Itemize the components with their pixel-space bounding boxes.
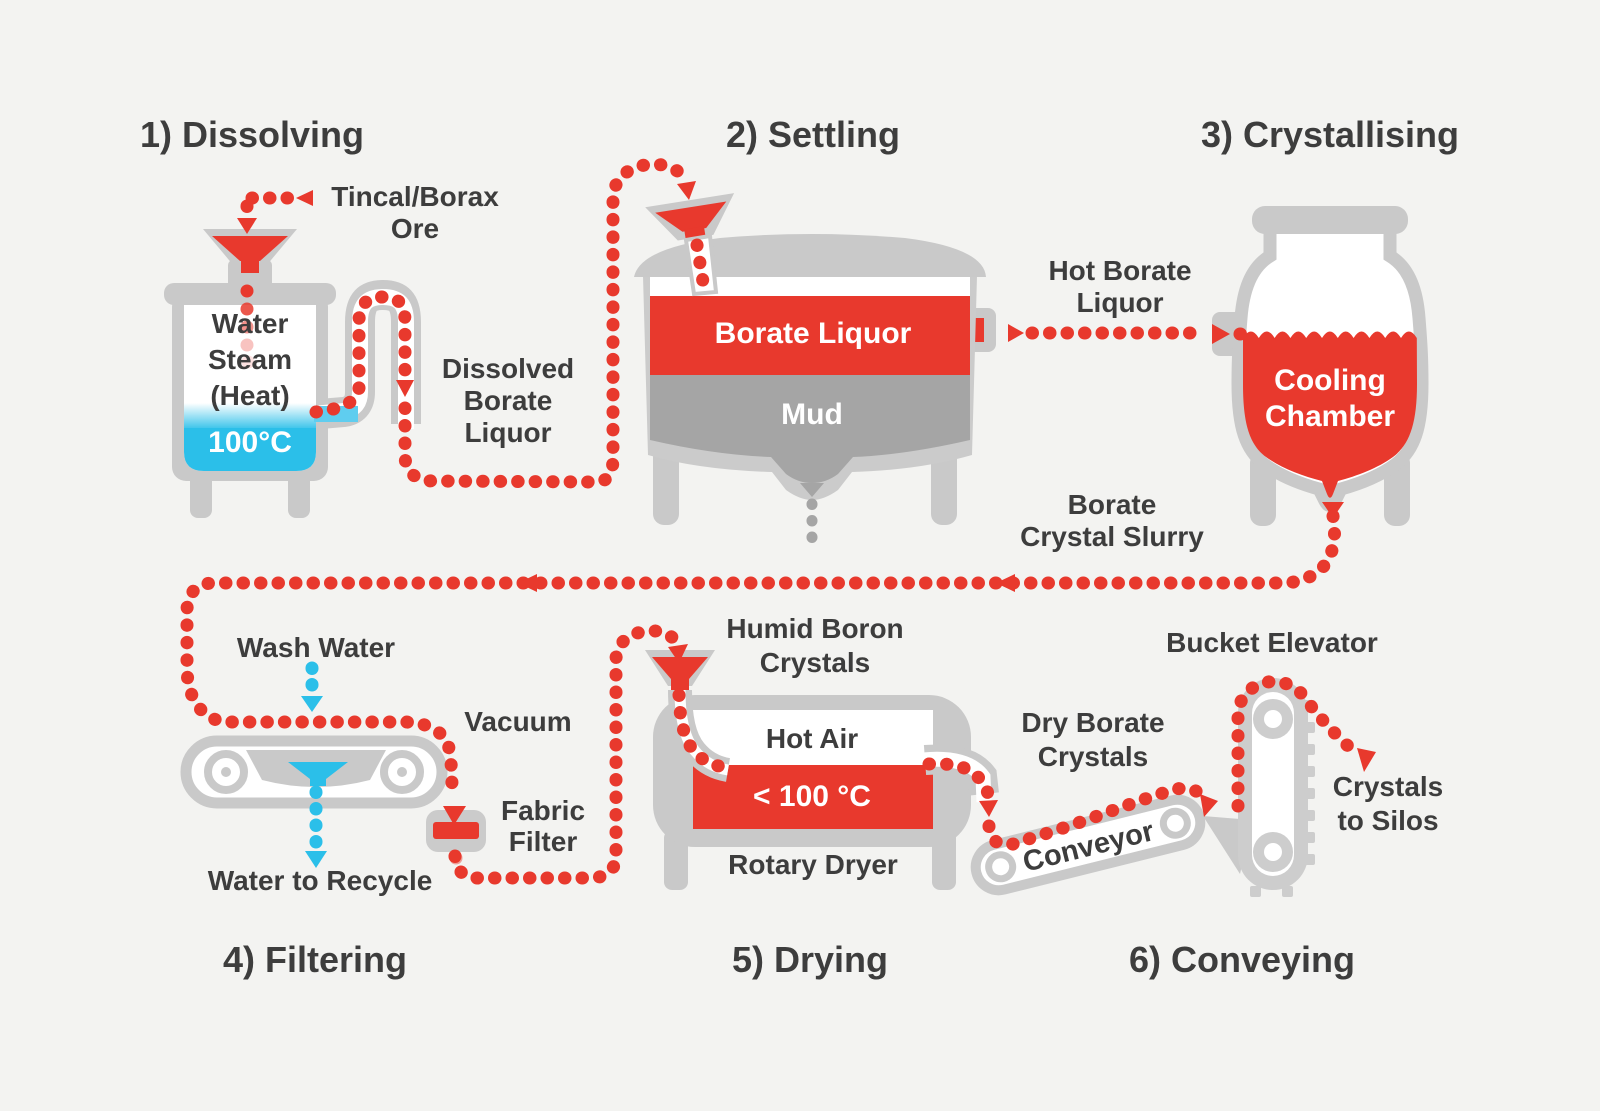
fabric-filter-icon: [426, 810, 486, 852]
label-silos-line1: Crystals: [1333, 771, 1444, 802]
wash-water-arrowheads: [301, 696, 327, 868]
cooling-chamber-label-line2: Chamber: [1265, 400, 1395, 433]
dryer-temp-label: < 100 °C: [753, 780, 871, 813]
label-fabric-filter-line2: Filter: [509, 826, 578, 857]
label-hot-borate-line1: Hot Borate: [1048, 255, 1191, 286]
settling-liquor-label: Borate Liquor: [715, 317, 912, 350]
flow-arrowheads: [237, 181, 1376, 825]
section-title-conveying: 6) Conveying: [1129, 939, 1355, 980]
label-hot-borate-line2: Liquor: [1076, 287, 1163, 318]
label-dry-crystals-line2: Crystals: [1038, 741, 1149, 772]
tank-label-line2: Steam: [208, 344, 292, 375]
label-rotary-dryer: Rotary Dryer: [728, 849, 898, 880]
bucket-elevator-icon: [1203, 678, 1315, 897]
label-slurry-line2: Crystal Slurry: [1020, 521, 1204, 552]
label-humid-crystals-line2: Crystals: [760, 647, 871, 678]
label-ore-line2: Ore: [391, 213, 439, 244]
cooling-chamber-label-line1: Cooling: [1274, 364, 1386, 397]
vacuum-belt-filter-icon: [180, 735, 448, 809]
label-wash-water: Wash Water: [237, 632, 395, 663]
dryer-hot-air-label: Hot Air: [766, 723, 858, 754]
ore-drop-dots: [240, 284, 463, 865]
settling-tank-icon: [634, 193, 996, 525]
label-fabric-filter-line1: Fabric: [501, 795, 585, 826]
section-title-settling: 2) Settling: [726, 114, 900, 155]
label-silos-line2: to Silos: [1337, 805, 1438, 836]
tank-label-line3: (Heat): [210, 380, 289, 411]
tank-label-line1: Water: [212, 308, 289, 339]
label-water-recycle: Water to Recycle: [208, 865, 433, 896]
label-dry-crystals-line1: Dry Borate: [1021, 707, 1164, 738]
flow-lines: [180, 157, 1366, 885]
section-title-drying: 5) Drying: [732, 939, 888, 980]
settling-mud-label: Mud: [781, 398, 843, 431]
section-title-filtering: 4) Filtering: [223, 939, 407, 980]
wash-water-flow: [305, 661, 323, 851]
label-bucket-elevator: Bucket Elevator: [1166, 627, 1378, 658]
label-dissolved-line3: Liquor: [464, 417, 551, 448]
label-dissolved-line1: Dissolved: [442, 353, 574, 384]
label-vacuum: Vacuum: [464, 706, 571, 737]
tank-temp-label: 100°C: [208, 426, 292, 459]
section-title-crystallising: 3) Crystallising: [1201, 114, 1459, 155]
label-slurry-line1: Borate: [1068, 489, 1157, 520]
label-dissolved-line2: Borate: [464, 385, 553, 416]
cooling-chamber-icon: [1212, 206, 1429, 526]
label-humid-crystals-line1: Humid Boron: [726, 613, 903, 644]
label-ore-line1: Tincal/Borax: [331, 181, 499, 212]
section-title-dissolving: 1) Dissolving: [140, 114, 364, 155]
